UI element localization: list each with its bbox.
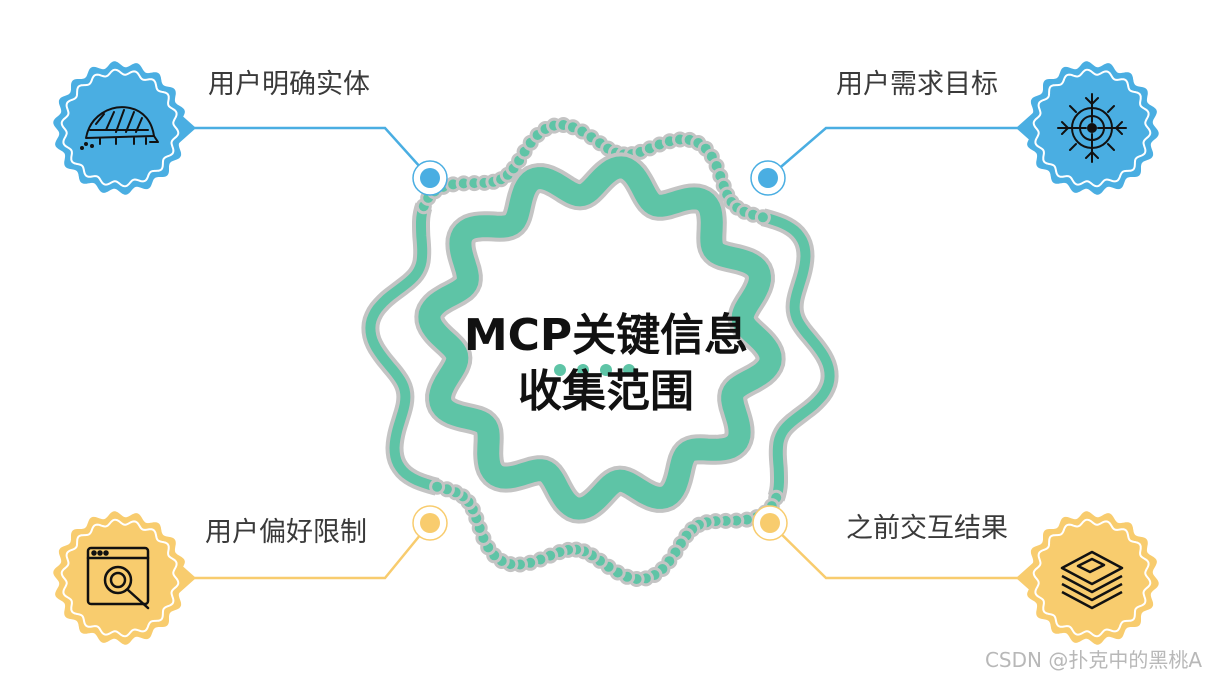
ring-bead <box>731 515 742 526</box>
badge-scallop-line <box>1032 518 1152 638</box>
connector-line-bottom-left <box>190 522 431 580</box>
node-label-bottom-left: 用户偏好限制 <box>205 517 367 548</box>
connector-line-bottom-right <box>769 522 1020 580</box>
armadillo-icon <box>80 106 159 150</box>
ring-bead <box>757 212 768 223</box>
badge-scallop-line <box>60 68 180 188</box>
badge-scallop-line <box>60 518 180 638</box>
target-icon <box>1057 93 1127 163</box>
node-badge-top-left <box>53 61 196 195</box>
badge-inner <box>70 78 170 178</box>
wavy-rings <box>361 113 839 591</box>
center-title-line-2: 收集范围 <box>518 366 694 417</box>
junction-dot-bottom-left <box>412 505 448 541</box>
ring-bead <box>741 514 752 525</box>
node-label-top-right: 用户需求目标 <box>836 69 998 100</box>
connector-line-top-left <box>190 126 431 179</box>
ring-bead <box>432 481 443 492</box>
node-label-top-left: 用户明确实体 <box>208 69 370 100</box>
junction-dot-top-right <box>750 160 786 196</box>
node-label-bottom-right: 之前交互结果 <box>846 513 1008 544</box>
junction-dot-top-left <box>412 160 448 196</box>
badge-inner <box>70 528 170 628</box>
connector-line-top-right <box>767 126 1020 179</box>
ring-bead <box>458 178 469 189</box>
layers-icon <box>1060 550 1124 610</box>
center-title-line-1: MCP关键信息 <box>463 310 749 361</box>
node-badge-bottom-right <box>1016 511 1159 645</box>
badge-inner <box>1042 528 1142 628</box>
center-dots <box>554 364 635 376</box>
center-title: MCP关键信息 收集范围 <box>406 308 806 420</box>
badge-scallop-line <box>1032 68 1152 188</box>
inner-ring <box>418 156 782 520</box>
watermark: CSDN @扑克中的黑桃A <box>984 648 1202 672</box>
junction-dot-bottom-right <box>752 505 788 541</box>
ring-bead <box>448 179 459 190</box>
outer-ring-beads <box>413 113 787 591</box>
browser-search-icon <box>86 546 150 610</box>
